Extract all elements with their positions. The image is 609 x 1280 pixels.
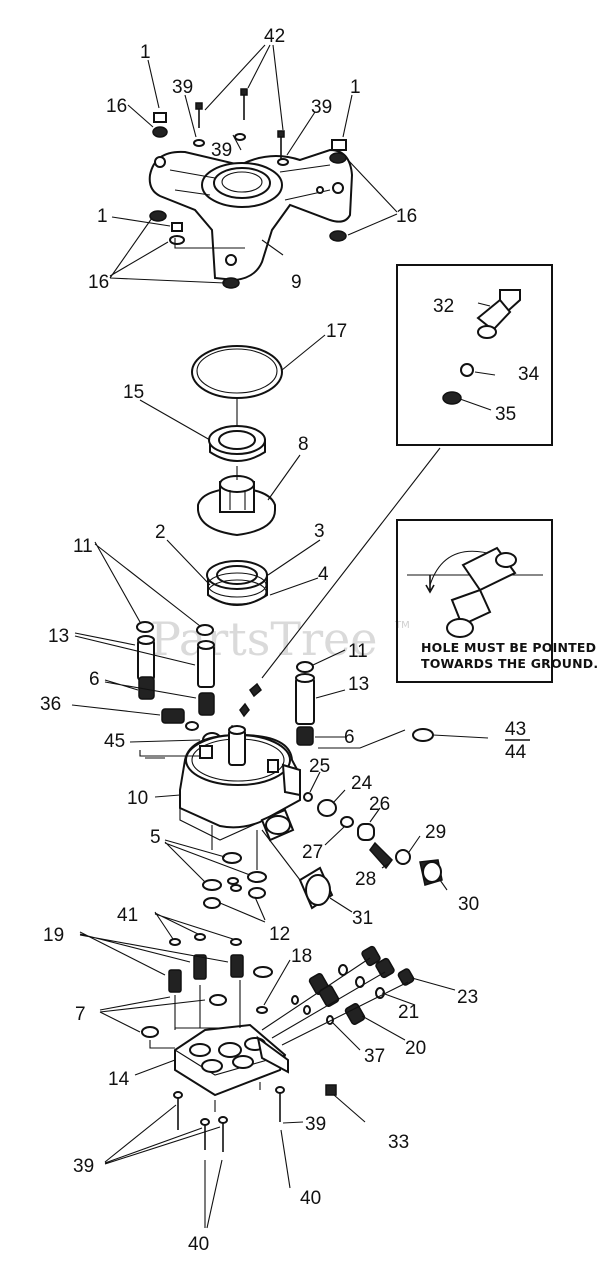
bolts-part-42 <box>195 88 285 160</box>
seals-parts-5-12 <box>164 825 267 923</box>
label-41: 41 <box>117 905 138 926</box>
label-12: 12 <box>269 924 290 945</box>
label-2: 2 <box>155 522 166 543</box>
valve-block-part-14 <box>134 1023 289 1097</box>
label-6b: 6 <box>344 727 355 748</box>
label-16c: 16 <box>88 272 109 293</box>
label-39a: 39 <box>172 77 193 98</box>
label-39c: 39 <box>211 140 232 161</box>
label-1c: 1 <box>97 206 108 227</box>
label-6a: 6 <box>89 669 100 690</box>
crankcase-flange-part-9 <box>148 148 354 282</box>
label-42: 42 <box>264 26 285 47</box>
label-44: 44 <box>505 742 527 763</box>
watermark-text: PartsTree <box>150 612 378 666</box>
label-5: 5 <box>150 827 161 848</box>
label-33: 33 <box>388 1132 409 1153</box>
valve-caps-19-41-7 <box>79 911 273 1049</box>
label-39b: 39 <box>311 97 332 118</box>
label-25: 25 <box>309 756 330 777</box>
plungers-right <box>295 649 346 746</box>
label-4: 4 <box>318 564 329 585</box>
label-28: 28 <box>355 869 376 890</box>
bearing-part-15 <box>139 398 266 462</box>
label-17: 17 <box>326 321 347 342</box>
oring-part-17 <box>191 345 283 399</box>
check-valve-part-36 <box>71 704 199 731</box>
plungers-left <box>74 541 215 716</box>
leader-lines-top <box>109 44 398 284</box>
label-43: 43 <box>505 719 526 740</box>
label-16b: 16 <box>396 206 417 227</box>
label-40a: 40 <box>300 1188 321 1209</box>
pump-manifold-part-10 <box>139 725 406 842</box>
cap-part-35 <box>442 391 462 405</box>
label-30: 30 <box>458 894 479 915</box>
inset-box-fittings <box>396 264 553 446</box>
fasteners-top <box>149 112 347 289</box>
label-13a: 13 <box>48 626 69 647</box>
label-37: 37 <box>364 1046 385 1067</box>
label-24: 24 <box>351 773 373 794</box>
label-45: 45 <box>104 731 125 752</box>
label-14: 14 <box>108 1069 130 1090</box>
inset-box-note <box>396 519 553 683</box>
bleed-valve-small <box>249 682 262 698</box>
fittings-right <box>303 771 448 891</box>
label-15: 15 <box>123 382 144 403</box>
label-11b: 11 <box>348 641 368 662</box>
cap-part-31 <box>261 829 353 913</box>
watermark-tm: TM <box>394 620 410 631</box>
label-21: 21 <box>398 1002 419 1023</box>
label-40b: 40 <box>188 1234 209 1255</box>
label-16a: 16 <box>106 96 127 117</box>
label-29: 29 <box>425 822 446 843</box>
ball-part-34 <box>460 363 474 377</box>
label-39e: 39 <box>73 1156 94 1177</box>
label-7: 7 <box>75 1004 86 1025</box>
label-27: 27 <box>302 842 323 863</box>
label-1b: 1 <box>350 77 361 98</box>
label-10: 10 <box>127 788 148 809</box>
fitting-part-32 <box>476 289 521 339</box>
label-19: 19 <box>43 925 64 946</box>
label-20: 20 <box>405 1038 426 1059</box>
label-34: 34 <box>518 364 540 385</box>
label-26: 26 <box>369 794 390 815</box>
label-23: 23 <box>457 987 478 1008</box>
thrust-bearing-parts-2-3-4 <box>166 539 321 606</box>
note-line-2: TOWARDS THE GROUND. <box>421 656 598 671</box>
label-39d: 39 <box>305 1114 326 1135</box>
label-36: 36 <box>40 694 61 715</box>
label-35: 35 <box>495 404 516 425</box>
screws-39-40-bottom <box>104 1082 304 1229</box>
note-line-1: HOLE MUST BE POINTED <box>421 640 596 655</box>
label-18: 18 <box>291 946 312 967</box>
label-9: 9 <box>291 272 302 293</box>
cam-plate-part-8 <box>197 454 301 537</box>
label-13b: 13 <box>348 674 369 695</box>
plug-part-43-44 <box>412 728 434 742</box>
label-8: 8 <box>298 434 309 455</box>
callout-labels: 42 1 39 16 39 39 1 1 16 16 9 32 34 35 17… <box>40 26 540 1255</box>
nozzle-detail <box>407 546 543 638</box>
label-1a: 1 <box>140 42 151 63</box>
unloader-parts-18-23-20-21-37 <box>256 945 456 1123</box>
label-32: 32 <box>433 296 454 317</box>
label-31: 31 <box>352 908 373 929</box>
label-11a: 11 <box>73 536 93 557</box>
label-3: 3 <box>314 521 325 542</box>
